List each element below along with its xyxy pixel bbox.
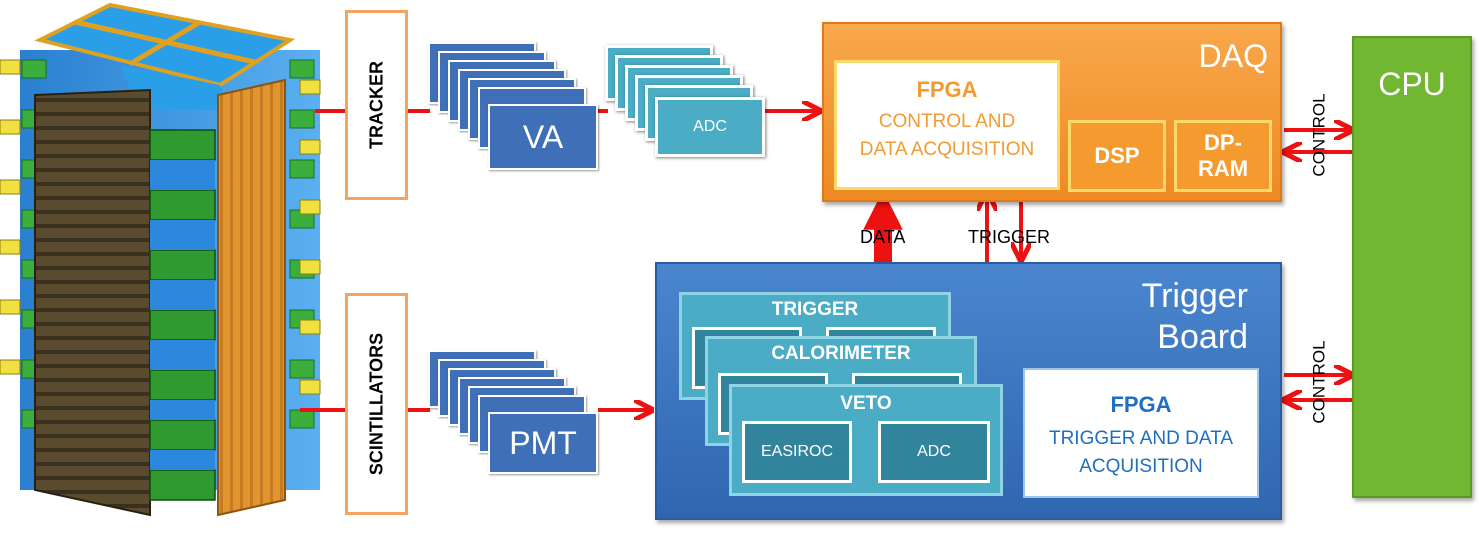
- trigger-board-title: Trigger Board: [1142, 276, 1248, 358]
- adc-label: ADC: [693, 118, 727, 135]
- daq-fpga-title: FPGA: [916, 77, 978, 102]
- easiroc-chip: EASIROC: [742, 421, 852, 483]
- daq-fpga-line1: CONTROL AND: [878, 111, 1016, 132]
- veto-adc-label: ADC: [917, 443, 951, 460]
- scintillators-label: SCINTILLATORS: [366, 332, 386, 476]
- dpram-line2: RAM: [1197, 156, 1249, 181]
- detector-illustration: [0, 2, 321, 517]
- va-stack: VA: [428, 42, 600, 172]
- dpram-line1: DP-: [1204, 129, 1242, 155]
- daq-title: DAQ: [1198, 38, 1268, 74]
- trigger-fpga-panel: FPGA TRIGGER AND DATA ACQUISITION: [1023, 368, 1259, 498]
- veto-subboard: VETO EASIROC ADC: [729, 384, 1003, 496]
- daq-block: DAQ FPGA CONTROL AND DATA ACQUISITION DS…: [822, 22, 1282, 202]
- va-label: VA: [522, 118, 564, 155]
- daq-fpga-line2: DATA ACQUISITION: [859, 139, 1035, 160]
- cpu-title: CPU: [1378, 66, 1446, 102]
- pmt-front-card: PMT: [488, 412, 598, 474]
- trigger-board-title-line2: Board: [1157, 317, 1248, 356]
- trigger-link-label: TRIGGER: [968, 227, 1051, 247]
- tracker-label: TRACKER: [366, 61, 386, 149]
- trigger-board: Trigger Board TRIGGER CALORIMETER VETO E…: [655, 262, 1282, 520]
- daq-fpga-panel: FPGA CONTROL AND DATA ACQUISITION: [834, 60, 1060, 190]
- va-front-card: VA: [488, 104, 598, 170]
- trigger-board-title-line1: Trigger: [1141, 277, 1248, 315]
- dpram-block: DP- RAM: [1174, 120, 1272, 192]
- control-label-top: CONTROL: [1309, 93, 1329, 177]
- trigger-fpga-line2: ACQUISITION: [1079, 456, 1203, 477]
- dsp-label: DSP: [1094, 142, 1140, 168]
- cpu-block: CPU: [1352, 36, 1472, 498]
- dsp-block: DSP: [1068, 120, 1166, 192]
- data-label: DATA: [860, 227, 906, 247]
- veto-subboard-title: VETO: [840, 393, 892, 414]
- pmt-label: PMT: [509, 424, 577, 461]
- trigger-subboard-title: TRIGGER: [771, 299, 859, 320]
- pmt-stack: PMT: [428, 350, 600, 475]
- easiroc-label: EASIROC: [760, 443, 833, 460]
- veto-adc-chip: ADC: [878, 421, 990, 483]
- tracker-box: TRACKER: [345, 10, 408, 200]
- control-label-bottom: CONTROL: [1309, 340, 1329, 424]
- scintillators-box: SCINTILLATORS: [345, 293, 408, 515]
- trigger-fpga-title: FPGA: [1110, 392, 1172, 417]
- trigger-fpga-line1: TRIGGER AND DATA: [1048, 428, 1234, 449]
- adc-front-card: ADC: [655, 97, 765, 157]
- calorimeter-subboard-title: CALORIMETER: [771, 343, 911, 364]
- adc-stack: ADC: [605, 45, 767, 160]
